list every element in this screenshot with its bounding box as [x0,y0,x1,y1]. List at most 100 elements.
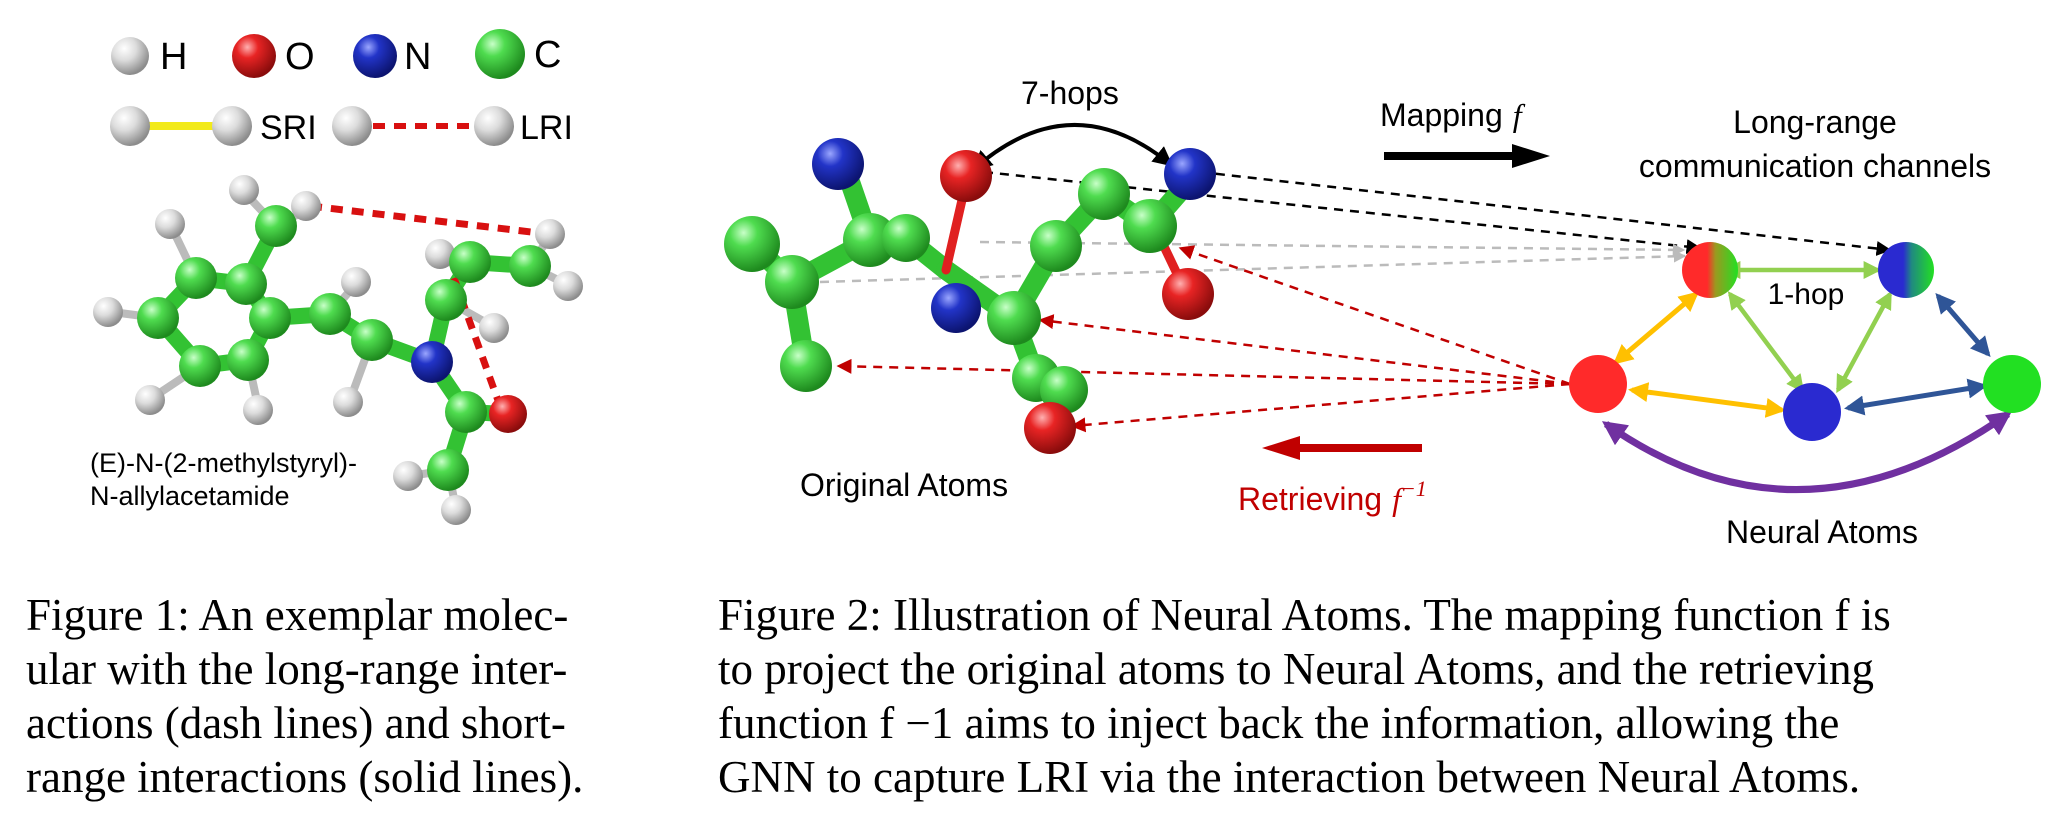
c-atom [309,293,351,335]
legend-lri-label: LRI [520,109,573,147]
caption2-line: to project the original atoms to Neural … [718,644,1874,694]
c-atom [1040,366,1088,414]
hops-label: 7-hops [1021,75,1119,111]
molecule1-hydrogens [93,175,583,525]
molecule-name-line2: N-allylacetamide [90,481,290,511]
c-atom [255,205,297,247]
legend-interactions: SRI LRI [110,106,573,147]
legend-sri-h2 [212,106,252,146]
h-atom [333,387,363,417]
legend-atoms: H O N C [111,29,561,79]
caption1-line: range interactions (solid lines). [26,752,584,802]
neural-atoms-label: Neural Atoms [1726,514,1918,550]
h-atom [291,191,321,221]
h-atom [135,385,165,415]
neural-atom-red [1569,355,1627,413]
h-atom [93,297,123,327]
h-atom [155,209,185,239]
n-atom [812,138,864,190]
c-atom [425,279,467,321]
caption2-line: Figure 2: Illustration of Neural Atoms. … [718,590,1891,640]
channels-label-line1: Long-range [1733,104,1897,140]
molecule-name-line1: (E)-N-(2-methylstyryl)- [90,448,357,478]
mapping-arrowhead [1512,144,1550,168]
c-atom [227,339,269,381]
h-atom [393,461,423,491]
mapping-text: Mapping f [1380,97,1526,133]
caption2-line: function f −1 aims to inject back the in… [718,698,1840,748]
molecule2-atoms [724,138,1216,454]
figure-canvas: H O N C SRI LRI [90,29,2041,550]
molecule-figure1 [93,175,583,525]
legend-n-label: N [404,36,431,78]
o-atom [1162,268,1214,320]
caption1-line: Figure 1: An exemplar molec- [26,590,569,640]
h-atom [341,267,371,297]
caption2-line: GNN to capture LRI via the interaction b… [718,752,1861,802]
c-atom [843,213,897,267]
h-atom [479,313,509,343]
h-atom [425,239,455,269]
o-atom [1024,402,1076,454]
molecule1-heavy-atoms [137,205,551,491]
legend-sri-h1 [110,106,150,146]
o-atom [940,150,992,202]
h-atom [243,395,273,425]
c-atom [509,245,551,287]
neural-atom-blue [1783,383,1841,441]
figure1-caption: Figure 1: An exemplar molec- ular with t… [26,588,686,804]
hops-arrow [971,123,1174,171]
one-hop-label: 1-hop [1768,278,1845,311]
c-atom [137,297,179,339]
legend-lri-h1 [332,106,372,146]
legend-o-label: O [285,36,315,78]
o-atom [489,395,527,433]
figure1: H O N C SRI LRI [90,29,583,525]
h-atom [229,175,259,205]
original-atoms-label: Original Atoms [800,467,1008,503]
legend-lri-h2 [474,106,514,146]
figure2-caption: Figure 2: Illustration of Neural Atoms. … [718,588,2034,804]
c-atom [427,449,469,491]
neural-atom-edges [1601,261,2013,493]
c-atom [445,391,487,433]
caption1-line: actions (dash lines) and short- [26,698,566,748]
c-atom [175,257,217,299]
c-atom [249,297,291,339]
n-atom [1164,148,1216,200]
legend-h-label: H [160,36,187,78]
c-atom [780,340,832,392]
c-atom [1030,220,1082,272]
figure2: 7-hops [724,75,2041,550]
n-atom [931,283,981,333]
c-atom [351,319,393,361]
legend-c-atom [475,29,525,79]
retrieving-lines [836,245,1571,433]
c-atom [765,255,819,309]
channels-label-line2: communication channels [1639,148,1991,184]
c-atom [1123,199,1177,253]
neural-atom-red-green [1682,242,1738,298]
c-atom [987,291,1041,345]
legend-o-atom [232,34,276,78]
h-atom [441,495,471,525]
c-atom [225,263,267,305]
c-atom [449,241,491,283]
neural-atom-nodes [1569,242,2041,441]
mapping-symbol: f [1513,97,1526,133]
legend-n-atom [353,34,397,78]
retrieving-arrowhead [1262,436,1300,460]
neural-atom-blue-green [1878,242,1934,298]
h-atom [535,219,565,249]
c-atom [1078,168,1130,220]
c-atom [179,345,221,387]
caption1-line: ular with the long-range inter- [26,644,568,694]
neural-atom-green [1983,355,2041,413]
retrieving-exponent: −1 [1401,476,1427,501]
retrieving-label: Retrieving [1238,481,1382,517]
legend-sri-label: SRI [260,109,317,147]
mapping-label: Mapping [1380,97,1503,133]
c-atom [882,214,930,262]
legend-c-label: C [534,34,561,76]
